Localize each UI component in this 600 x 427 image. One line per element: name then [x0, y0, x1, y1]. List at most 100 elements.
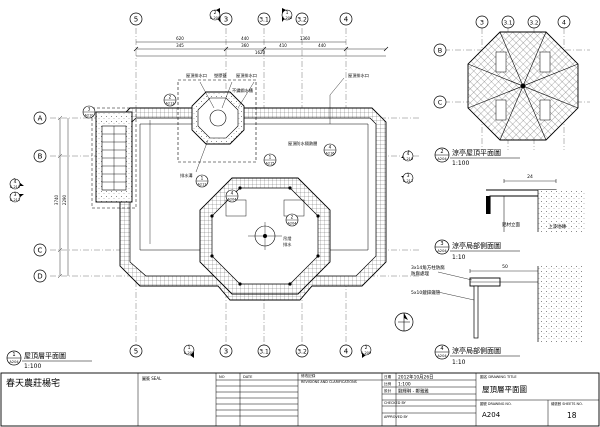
detail-3: 24 鋁材立面 上漆地磚 3 A204 涼亭局部側面圖 1:10	[434, 174, 586, 261]
revisions-header: REVISIONS AND CLARIFICATIONS	[301, 380, 357, 384]
detail-4-note-b: 防腐處理	[411, 270, 429, 277]
kiosk-grid-bubble: C	[433, 95, 447, 109]
grid-bubble-bottom-4: 4	[339, 344, 353, 358]
grid-bubble-top-5: 5	[129, 12, 143, 26]
grid-label: 3.2	[297, 17, 307, 24]
svg-text:3740: 3740	[54, 194, 59, 205]
grid-bubble-top-4: 4	[339, 12, 353, 26]
svg-text:2: 2	[214, 10, 217, 16]
svg-text:3: 3	[440, 241, 443, 247]
svg-text:A215: A215	[265, 162, 274, 166]
svg-text:3.2: 3.2	[530, 21, 539, 27]
svg-text:A-208: A-208	[184, 351, 194, 355]
note-center: 吊燈	[283, 235, 292, 242]
main-drawing-scale: 1:100	[24, 363, 41, 370]
svg-text:360: 360	[241, 43, 249, 48]
svg-text:3: 3	[14, 192, 17, 198]
svg-text:C: C	[438, 99, 443, 107]
svg-text:D: D	[37, 273, 42, 281]
svg-text:NO: NO	[219, 375, 225, 379]
svg-text:4: 4	[231, 191, 234, 196]
section-mark: 1A-208	[183, 344, 195, 358]
svg-text:1: 1	[201, 176, 204, 181]
svg-text:4: 4	[407, 151, 410, 157]
svg-text:A204: A204	[227, 198, 237, 202]
note-drain-b: 屋頂排水口	[236, 72, 257, 79]
svg-text:1620: 1620	[255, 50, 266, 55]
grid-bubble-bottom-5: 5	[129, 344, 143, 358]
top-dimensions	[133, 41, 389, 57]
drain-lines	[149, 77, 345, 244]
svg-text:比例: 比例	[384, 381, 392, 386]
svg-text:4: 4	[14, 179, 17, 185]
svg-text:2: 2	[169, 95, 172, 100]
svg-text:B: B	[38, 153, 43, 161]
grid-bubble-bottom-3-2: 3.2	[295, 344, 309, 358]
kiosk-roof-title: 2 A204 涼亭屋頂平面圖 1:100	[434, 147, 520, 167]
svg-text:C: C	[38, 247, 43, 255]
section-mark: 3A-211	[401, 172, 414, 184]
grid-label: 3.1	[259, 17, 269, 24]
project-name: 春天農莊楊宅	[6, 377, 60, 389]
drawing-scale: 1:100	[398, 382, 411, 388]
north-arrow	[394, 312, 414, 332]
grid-label: 5	[134, 16, 138, 24]
left-dimension-labels: 3740 2290	[54, 194, 67, 205]
kiosk-grid-bubble: 3.2	[527, 15, 541, 29]
svg-text:A-209: A-209	[210, 16, 220, 20]
grid-bubbles-bottom: 5 3 3.1 3.2 4	[129, 344, 353, 358]
kiosk-grid-bubble: B	[433, 43, 447, 57]
svg-text:A213: A213	[165, 102, 174, 106]
note-drain-c: 屋頂排水口	[348, 72, 369, 79]
section-mark: 4A-210	[9, 178, 24, 190]
svg-text:A213: A213	[197, 183, 206, 187]
svg-text:DATE: DATE	[243, 375, 253, 379]
svg-text:2: 2	[365, 345, 368, 351]
svg-text:A: A	[38, 115, 43, 123]
grid-bubble-row-a: A	[33, 111, 47, 125]
svg-text:24: 24	[527, 174, 533, 180]
detail-3-note-a: 鋁材立面	[502, 221, 520, 228]
roof-parapet	[139, 123, 369, 251]
drawing-title: 屋頂層平面圖	[482, 385, 527, 394]
svg-text:4: 4	[562, 19, 566, 27]
svg-text:3: 3	[88, 107, 91, 112]
note-cover: 塑膠蓋	[214, 72, 227, 79]
main-drawing-name: 屋頂層平面圖	[24, 352, 66, 360]
grid-bubble-top-3-1: 3.1	[257, 12, 271, 26]
svg-text:1:10: 1:10	[452, 359, 466, 366]
section-mark: 1A-208	[281, 8, 293, 22]
grid-bubble-top-3-2: 3.2	[295, 12, 309, 26]
svg-text:440: 440	[241, 36, 249, 41]
svg-text:A-208: A-208	[282, 16, 292, 20]
svg-text:5: 5	[134, 348, 138, 356]
svg-text:A-210: A-210	[10, 185, 20, 189]
svg-text:2290: 2290	[62, 194, 67, 205]
svg-text:1360: 1360	[300, 36, 311, 41]
svg-text:3: 3	[480, 19, 484, 27]
svg-text:1: 1	[269, 155, 272, 160]
svg-text:3.2: 3.2	[297, 349, 307, 356]
svg-text:A204: A204	[287, 222, 297, 226]
svg-text:4: 4	[344, 348, 349, 356]
detail-4: 50 3x14角方柱防腐 防腐處理 5x10鍍鋅鐵管 4 A204 涼亭局部側面…	[411, 264, 582, 366]
svg-text:4: 4	[440, 346, 443, 352]
section-mark: 4A-210	[401, 150, 414, 162]
svg-text:3: 3	[407, 173, 410, 179]
note-waterproof: 屋頂防水隔熱層	[288, 140, 317, 147]
plan-notes: 屋頂排水口 塑膠蓋 屋頂排水口 不鏽鋼水槽 屋頂排水口 排水溝 屋頂防水隔熱層 …	[180, 72, 369, 248]
svg-text:1:10: 1:10	[452, 254, 466, 261]
svg-text:1: 1	[188, 345, 191, 351]
section-marks-left: 4A-210 3A-211	[9, 178, 24, 203]
svg-text:B: B	[438, 47, 442, 55]
note-drain-d: 排水溝	[180, 172, 193, 179]
grid-bubble-row-d: D	[33, 269, 47, 283]
note-gutter: 不鏽鋼水槽	[232, 87, 254, 94]
main-drawing-title: 1 A204 屋頂層平面圖 1:100	[6, 350, 92, 370]
